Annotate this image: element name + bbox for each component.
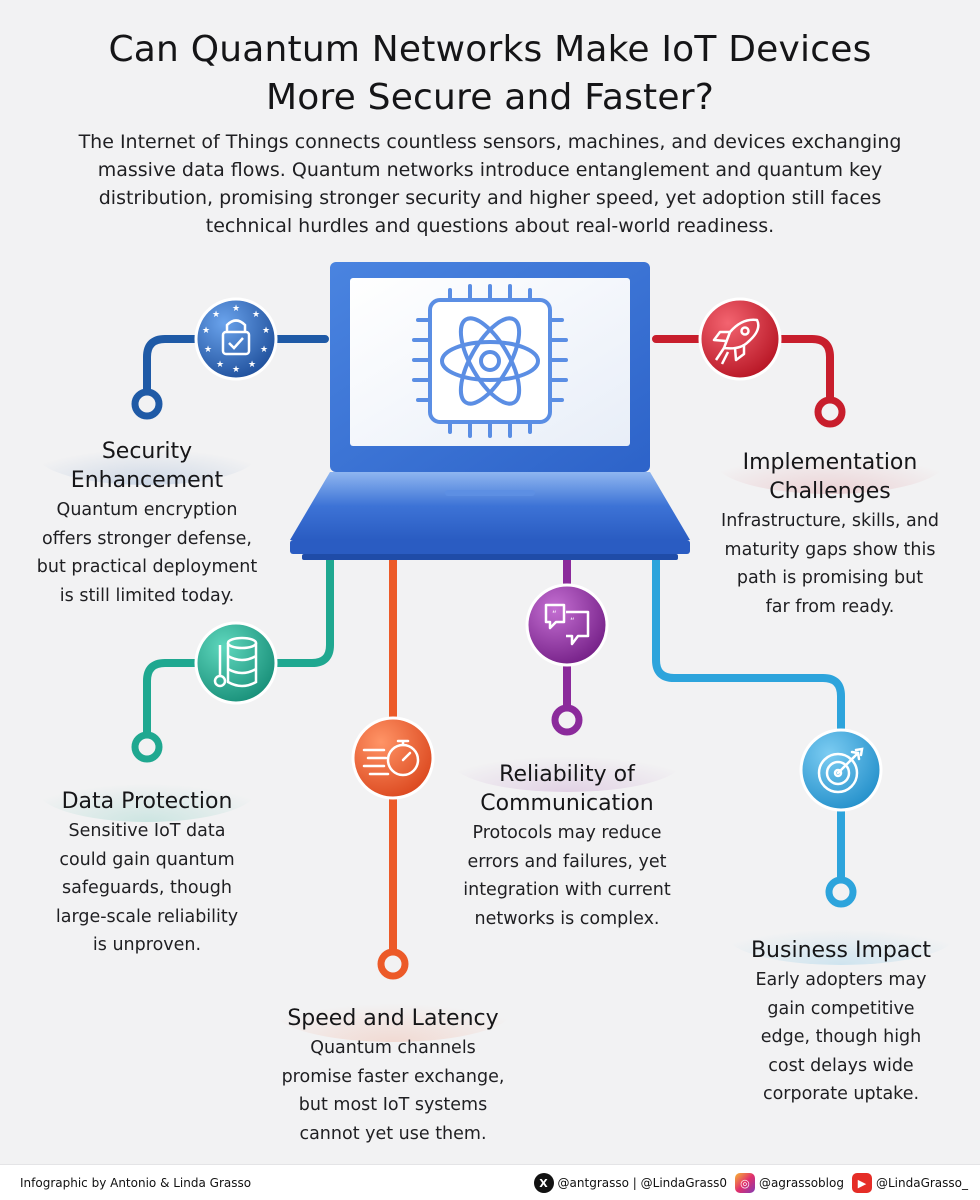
- svg-text:★: ★: [252, 310, 260, 320]
- quantum-chip-atom-icon: [412, 284, 568, 438]
- node-security: [131, 388, 163, 420]
- glow-implementation: [715, 430, 945, 494]
- svg-text:★: ★: [260, 345, 268, 355]
- instagram-handle-link[interactable]: @agrassoblog: [758, 1176, 844, 1190]
- card-title: Business Impact: [750, 938, 932, 963]
- card-text: Infrastructure, skills, and maturity gap…: [721, 511, 939, 617]
- footer-credit: Infographic by Antonio & Linda Grasso: [20, 1176, 252, 1190]
- card-text: Sensitive IoT data could gain quantum sa…: [55, 821, 239, 955]
- card-text: Quantum channels promise faster exchange…: [281, 1038, 505, 1144]
- database-thermometer-icon: [194, 621, 278, 705]
- svg-text:“: “: [570, 617, 575, 627]
- connector-implementation: [652, 335, 834, 404]
- card-text: Protocols may reduce errors and failures…: [463, 823, 671, 929]
- card-text: Early adopters may gain competitive edge…: [755, 970, 927, 1104]
- youtube-handle-link[interactable]: @LindaGrasso_: [875, 1176, 968, 1190]
- svg-text:★: ★: [202, 326, 210, 336]
- node-speed: [377, 948, 409, 980]
- card-data-protection: Data Protection Sensitive IoT data could…: [12, 787, 282, 960]
- intro-line: distribution, promising stronger securit…: [98, 187, 882, 209]
- svg-text:★: ★: [232, 304, 240, 314]
- stopwatch-speed-icon: [351, 716, 435, 800]
- laptop-illustration: [290, 262, 690, 560]
- chat-bubbles-icon: “ “: [525, 583, 609, 667]
- svg-text:“: “: [552, 610, 557, 620]
- footer: Infographic by Antonio & Linda Grasso X …: [0, 1164, 980, 1200]
- target-icon: [799, 728, 883, 812]
- card-title: Data Protection: [61, 789, 233, 814]
- lock-shield-icon: ★ ★ ★ ★ ★ ★ ★ ★ ★ ★: [194, 297, 278, 381]
- svg-text:★: ★: [248, 360, 256, 370]
- intro-paragraph: The Internet of Things connects countles…: [40, 128, 940, 240]
- node-business: [825, 876, 857, 908]
- svg-text:★: ★: [232, 365, 240, 375]
- connector-business: [652, 556, 845, 884]
- card-speed: Speed and Latency Quantum channels promi…: [248, 1004, 538, 1148]
- node-implementation: [814, 396, 846, 428]
- intro-line: The Internet of Things connects countles…: [78, 131, 902, 153]
- x-handle-link[interactable]: @antgrasso | @LindaGrass0: [557, 1176, 727, 1190]
- card-text: Quantum encryption offers stronger defen…: [36, 500, 258, 606]
- svg-text:★: ★: [262, 326, 270, 336]
- card-business: Business Impact Early adopters may gain …: [708, 936, 974, 1109]
- glow-reliability: [452, 732, 682, 792]
- glow-security: [37, 425, 257, 485]
- glow-data-protection: [37, 758, 257, 822]
- svg-text:★: ★: [212, 310, 220, 320]
- intro-line: technical hurdles and questions about re…: [205, 215, 775, 237]
- node-data-protection: [131, 731, 163, 763]
- youtube-icon[interactable]: ▶: [851, 1173, 872, 1193]
- card-title: Speed and Latency: [287, 1006, 499, 1031]
- title-line-1: Can Quantum Networks Make IoT Devices: [108, 29, 872, 70]
- x-logo-icon[interactable]: X: [533, 1173, 554, 1193]
- svg-text:★: ★: [204, 345, 212, 355]
- svg-text:★: ★: [216, 360, 224, 370]
- node-reliability: [551, 704, 583, 736]
- social-links: X @antgrasso | @LindaGrass0 ◎ @agrassobl…: [533, 1173, 972, 1193]
- glow-business: [726, 905, 956, 965]
- glow-speed: [273, 978, 513, 1042]
- title-line-2: More Secure and Faster?: [265, 77, 715, 118]
- rocket-icon: [698, 297, 782, 381]
- connector-security: [143, 335, 329, 396]
- instagram-icon[interactable]: ◎: [734, 1173, 755, 1193]
- intro-line: massive data flows. Quantum networks int…: [97, 159, 883, 181]
- page-title: Can Quantum Networks Make IoT Devices Mo…: [20, 26, 960, 122]
